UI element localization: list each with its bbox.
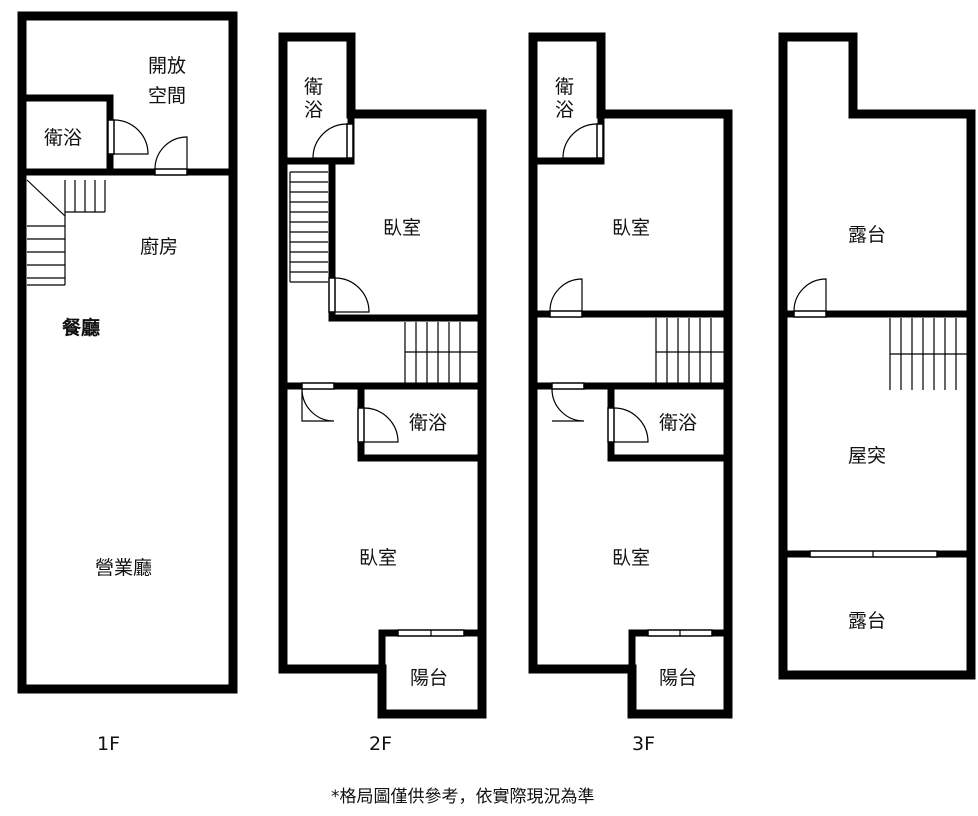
floor-2f-staircase-upper (289, 171, 328, 283)
floor-1f-outer-wall (17, 11, 238, 694)
floor-3f-outer-wall (528, 32, 733, 719)
floor-2f-caption: 2F (369, 733, 392, 755)
floor-2f-bathroom-door (357, 407, 399, 443)
floor-3f-balcony-wall (628, 629, 732, 673)
floor-roof-rear-window (809, 550, 938, 558)
floor-3f-rear-bedroom-door (551, 382, 585, 422)
floor-2f-staircase-lower (404, 322, 478, 385)
floor-2f-top-bath-label-1: 衛 (304, 76, 323, 98)
floor-3f-bathroom-door (607, 407, 649, 443)
floor-3f-top-bath-label-2: 浴 (555, 99, 574, 121)
floor-roof-outer-wall (778, 32, 976, 680)
floor-3f-staircase (655, 318, 724, 385)
floor-3f-top-bath-door (562, 123, 604, 159)
floor-1f-plan: 開放 空間 衛浴 廚房 餐廳 營業廳 1F (17, 11, 238, 755)
floor-2f-balcony-label: 陽台 (410, 667, 448, 689)
floor-3f-bedroom-front-label: 臥室 (612, 217, 650, 239)
floor-1f-dining-label: 餐廳 (62, 316, 100, 339)
floor-1f-caption: 1F (97, 733, 120, 755)
disclaimer-note: *格局圖僅供參考，依實際現況為準 (331, 787, 595, 807)
floor-2f-rear-bedroom-door (301, 382, 335, 422)
floor-1f-bathroom-door (107, 119, 149, 155)
floor-2f-balcony-wall (378, 629, 486, 673)
floor-roof-terrace-front-label: 露台 (848, 224, 886, 246)
floor-2f-outer-wall (278, 32, 487, 719)
floor-roof-door (793, 278, 827, 318)
floor-1f-open-space-label-2: 空間 (148, 85, 186, 107)
floor-2f-bathroom-label: 衛浴 (409, 412, 447, 434)
floor-roof-plan: 露台 屋突 露台 (778, 32, 976, 680)
floor-2f-balcony-window (397, 629, 465, 637)
floor-3f-balcony-window (647, 629, 713, 637)
floor-1f-kitchen-door (154, 136, 188, 176)
floor-3f-top-bath-label-1: 衛 (555, 76, 574, 98)
floor-3f-plan: 衛 浴 臥室 衛浴 臥室 陽台 3F (528, 32, 733, 755)
floor-1f-staircase (26, 179, 106, 286)
floor-2f-top-bath-door (312, 123, 354, 159)
floor-roof-terrace-rear-label: 露台 (848, 610, 886, 632)
floor-2f-bedroom-front-label: 臥室 (383, 217, 421, 239)
floor-roof-structure-label: 屋突 (848, 445, 886, 467)
floor-2f-top-bath-label-2: 浴 (304, 99, 323, 121)
floor-3f-bathroom-label: 衛浴 (659, 412, 697, 434)
floor-1f-kitchen-label: 廚房 (140, 235, 178, 258)
floor-2f-bedroom-front-wall (328, 157, 486, 322)
floor-1f-bathroom-label: 衛浴 (44, 127, 82, 149)
floor-roof-staircase (889, 318, 967, 390)
floor-2f-bedroom-rear-label: 臥室 (359, 547, 397, 569)
floor-1f-business-hall-label: 營業廳 (95, 557, 152, 579)
floor-1f-open-space-label: 開放 (148, 55, 186, 77)
floor-2f-bedroom-front-door (328, 277, 370, 313)
floor-3f-caption: 3F (632, 733, 655, 755)
floor-2f-plan: 衛 浴 臥室 衛浴 臥室 陽台 2F (278, 32, 487, 755)
floor-3f-balcony-label: 陽台 (659, 667, 697, 689)
floor-3f-bedroom-front-door (549, 278, 583, 318)
floor-3f-bedroom-rear-label: 臥室 (612, 547, 650, 569)
